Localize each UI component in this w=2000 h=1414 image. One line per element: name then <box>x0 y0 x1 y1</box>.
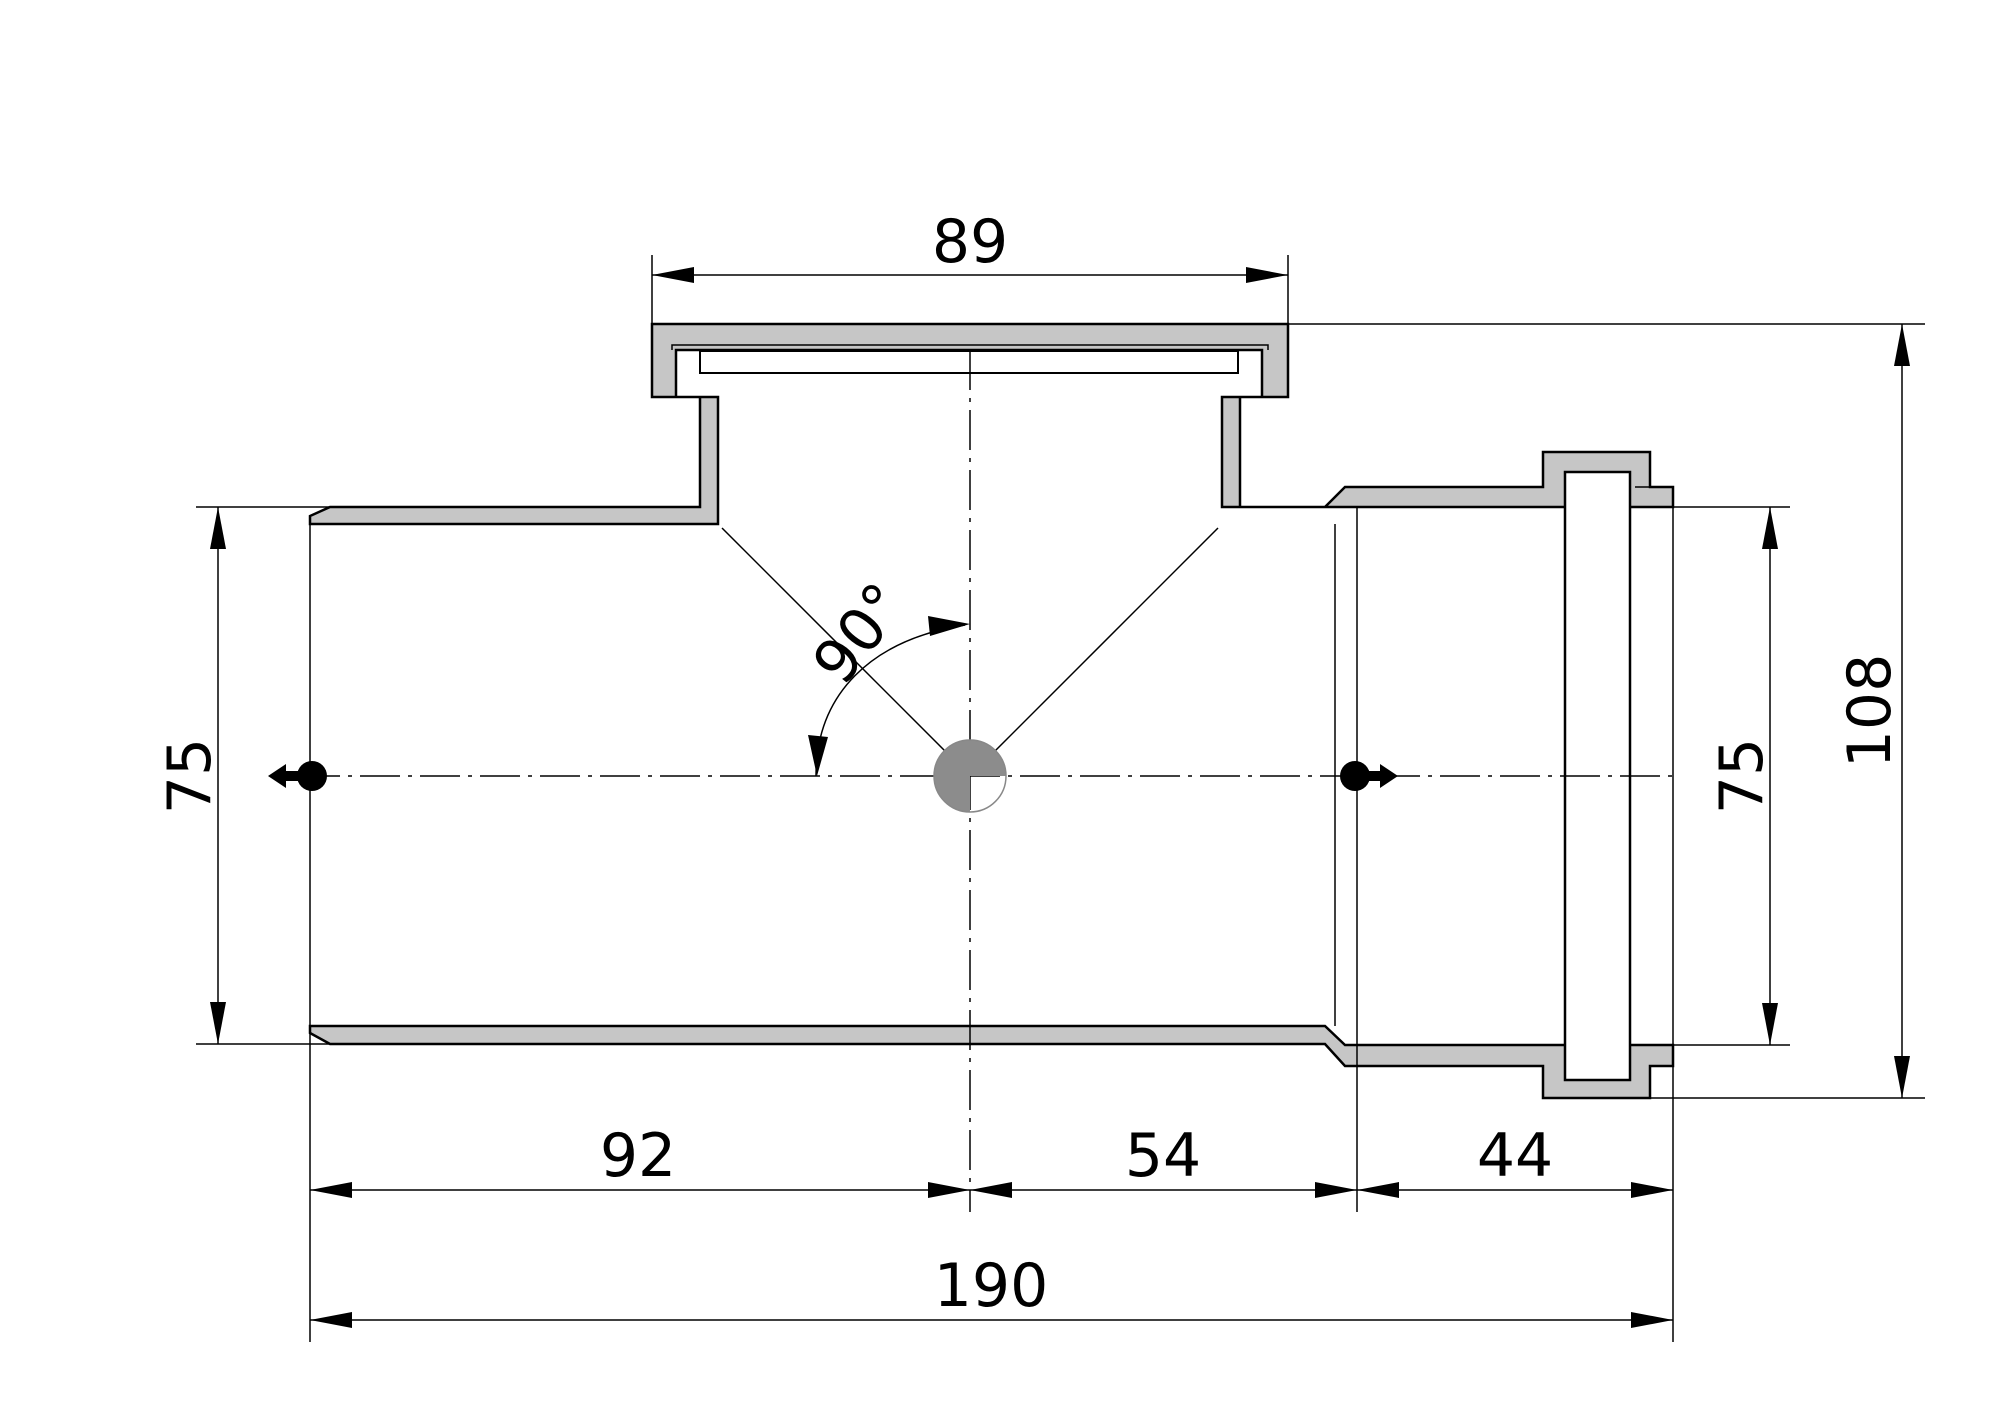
dim-44-arrow-left <box>1357 1182 1399 1198</box>
dim-54-arrow-left <box>970 1182 1012 1198</box>
dim-right-arrow-top <box>1762 507 1778 549</box>
inner-outlines <box>309 344 1674 1082</box>
dim-left-diameter: 75 <box>155 506 330 1045</box>
main-pipe-lower-wall <box>308 1024 1675 1100</box>
flow-marker-left-arrow <box>268 764 300 788</box>
dim-right-arrow-bottom <box>1762 1003 1778 1045</box>
dim-bottom-extensions <box>309 1030 1674 1342</box>
angle-label: 90° <box>800 570 921 697</box>
flow-markers <box>268 761 1398 791</box>
flow-marker-left-dot <box>297 761 327 791</box>
flow-marker-right-dot <box>1340 761 1370 791</box>
center-marker-circle <box>933 739 1007 813</box>
top-cap-insert <box>699 350 1239 374</box>
dim-left-label: 75 <box>155 738 225 814</box>
angle-arrow-bottom <box>808 735 828 776</box>
dim-socket-length: 44 <box>1357 1121 1673 1198</box>
dim-height-arrow-top <box>1894 324 1910 366</box>
angle-arrow-top <box>928 616 970 636</box>
dim-top-opening: 89 <box>651 207 1289 324</box>
dim-92-arrow-right <box>928 1182 970 1198</box>
dim-overall-length: 190 <box>310 1251 1673 1328</box>
dim-54-label: 54 <box>1125 1121 1201 1191</box>
dim-top-arrow-left <box>652 267 694 283</box>
dim-92-arrow-left <box>310 1182 352 1198</box>
dim-190-arrow-left <box>310 1312 352 1328</box>
dim-center-to-left: 92 <box>310 1121 970 1198</box>
dim-44-label: 44 <box>1477 1121 1553 1191</box>
angle-annotation: 90° <box>800 570 970 777</box>
dim-190-arrow-right <box>1631 1312 1673 1328</box>
dim-right-diameter: 75 <box>1673 506 1790 1046</box>
dim-top-arrow-right <box>1246 267 1288 283</box>
dim-44-arrow-right <box>1631 1182 1673 1198</box>
dim-height-label: 108 <box>1835 654 1905 769</box>
dim-overall-height: 108 <box>1288 323 1925 1099</box>
pipe-tee-body <box>308 322 1675 1100</box>
dim-height-arrow-bottom <box>1894 1056 1910 1098</box>
flow-marker-right-arrow <box>1366 764 1398 788</box>
dim-190-label: 190 <box>934 1251 1049 1321</box>
center-marker-right-upper <box>970 740 1006 776</box>
branch-diagonal-left <box>721 527 971 777</box>
top-cap-inner-outline <box>671 344 1269 350</box>
dim-top-label: 89 <box>932 207 1008 277</box>
dim-54-arrow-right <box>1315 1182 1357 1198</box>
dim-left-arrow-top <box>210 507 226 549</box>
branch-diagonal-right <box>969 527 1219 777</box>
center-marker-filled <box>934 740 970 812</box>
dim-92-label: 92 <box>600 1121 676 1191</box>
dim-left-arrow-bottom <box>210 1002 226 1044</box>
dim-center-to-socket: 54 <box>970 1121 1357 1198</box>
center-lines <box>300 350 1675 1212</box>
dim-right-label: 75 <box>1707 738 1777 814</box>
